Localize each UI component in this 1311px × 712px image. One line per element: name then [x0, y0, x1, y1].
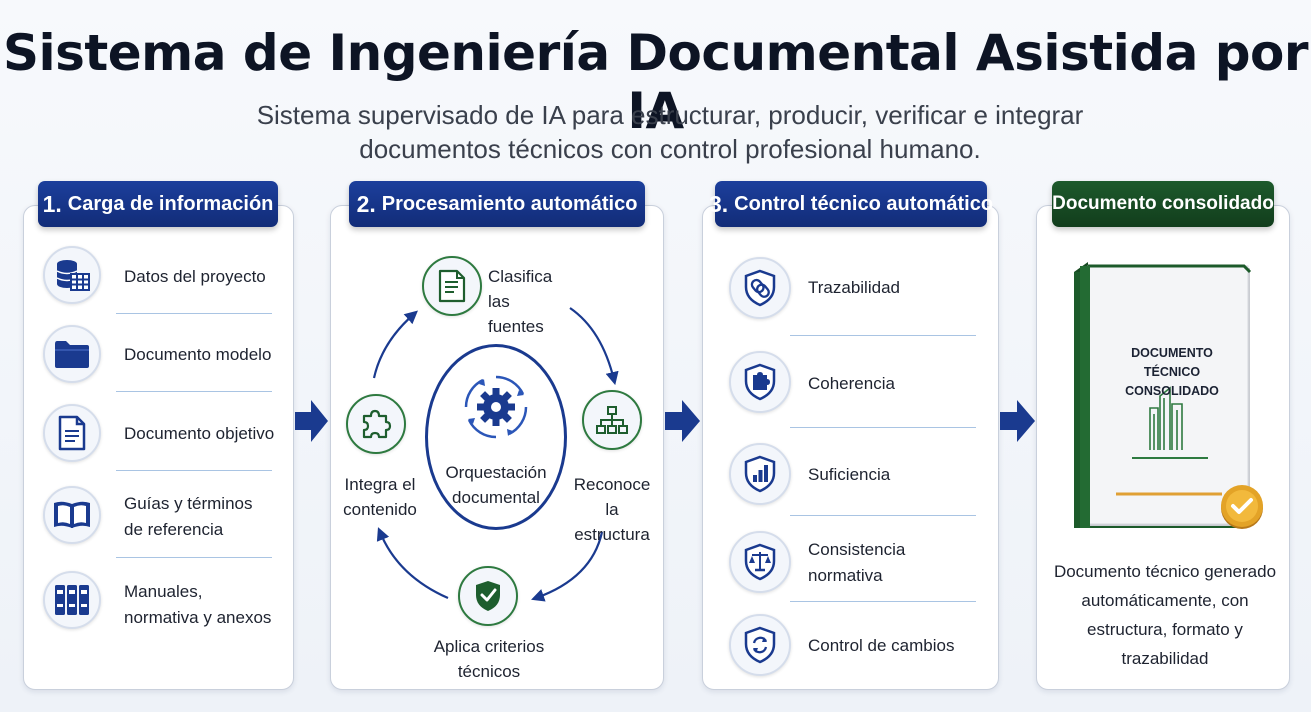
page-title: Sistema de Ingeniería Documental Asistid… [2, 24, 1309, 140]
flow-arrow-icon [295, 400, 328, 442]
step-label: Aplica criterios técnicos [433, 637, 545, 681]
divider [790, 335, 976, 336]
panel-control-header: 3. Control técnico automático [709, 181, 993, 227]
shield-bar-chart-icon [729, 443, 791, 505]
list-item-label: Coherencia [808, 374, 895, 393]
divider [116, 391, 272, 392]
consolidated-book-icon [1074, 262, 1252, 528]
divider [116, 470, 272, 471]
list-item-label: Control de cambios [808, 636, 955, 655]
panel-consolidado-title: Documento consolidado [1052, 193, 1274, 214]
panel-control-title: Control técnico automático [734, 192, 994, 215]
folder-icon [43, 325, 101, 383]
divider [116, 557, 272, 558]
list-item-label: Suficiencia [808, 465, 891, 484]
step-label: Integra el contenido [343, 475, 417, 519]
step-label: Clasifica las fuentes [488, 267, 553, 336]
panel-carga-number: 1. [42, 190, 62, 217]
step-label: Reconoce la estructura [573, 475, 651, 544]
cycle-arrows [372, 307, 619, 602]
list-item [43, 404, 101, 462]
shield-puzzle-icon [729, 351, 791, 413]
shield-link-icon [729, 257, 791, 319]
list-item-label: Guías y términos de referencia [124, 494, 253, 539]
shield-scales-icon [729, 531, 791, 593]
flow-arrow-icon [665, 400, 700, 442]
gear-cycle-icon [464, 375, 528, 439]
list-item-label: Documento modelo [124, 345, 272, 364]
panel-procesamiento-title: Procesamiento automático [381, 192, 638, 215]
panel-procesamiento-number: 2. [356, 190, 376, 217]
binders-icon [43, 571, 101, 629]
orchestration-label: Orquestación documental [445, 463, 547, 507]
divider [790, 515, 976, 516]
divider [790, 601, 976, 602]
document-list-icon [422, 256, 482, 316]
panel-carga-header: 1. Carga de información [38, 181, 278, 227]
divider [116, 313, 272, 314]
list-item-label: Manuales, normativa y anexos [124, 582, 272, 627]
list-item [43, 246, 101, 304]
list-item-label: Trazabilidad [808, 278, 900, 297]
list-item [43, 571, 101, 629]
list-item [43, 486, 101, 544]
list-item [43, 325, 101, 383]
panel-consolidado-header: Documento consolidado [1052, 181, 1274, 227]
list-item-label: Consistencia normativa [808, 540, 906, 585]
list-item-label: Datos del proyecto [124, 267, 266, 286]
panel-carga-title: Carga de información [67, 192, 274, 215]
page-subtitle: Sistema supervisado de IA para estructur… [256, 100, 1084, 164]
document-icon [43, 404, 101, 462]
list-item-label: Documento objetivo [124, 424, 275, 443]
panel-control-number: 3. [708, 190, 729, 217]
book-title: DOCUMENTO TÉCNICO CONSOLIDADO [1125, 346, 1219, 398]
shield-check-icon [458, 566, 518, 626]
puzzle-icon [346, 394, 406, 454]
hierarchy-icon [582, 390, 642, 450]
flow-arrow-icon [1000, 400, 1035, 442]
shield-refresh-icon [729, 614, 791, 676]
check-badge-icon [1221, 485, 1263, 529]
panel-procesamiento-header: 2. Procesamiento automático [349, 181, 645, 227]
database-table-icon [43, 246, 101, 304]
final-description: Documento técnico generado automáticamen… [1053, 562, 1277, 668]
divider [790, 427, 976, 428]
open-book-icon [43, 486, 101, 544]
